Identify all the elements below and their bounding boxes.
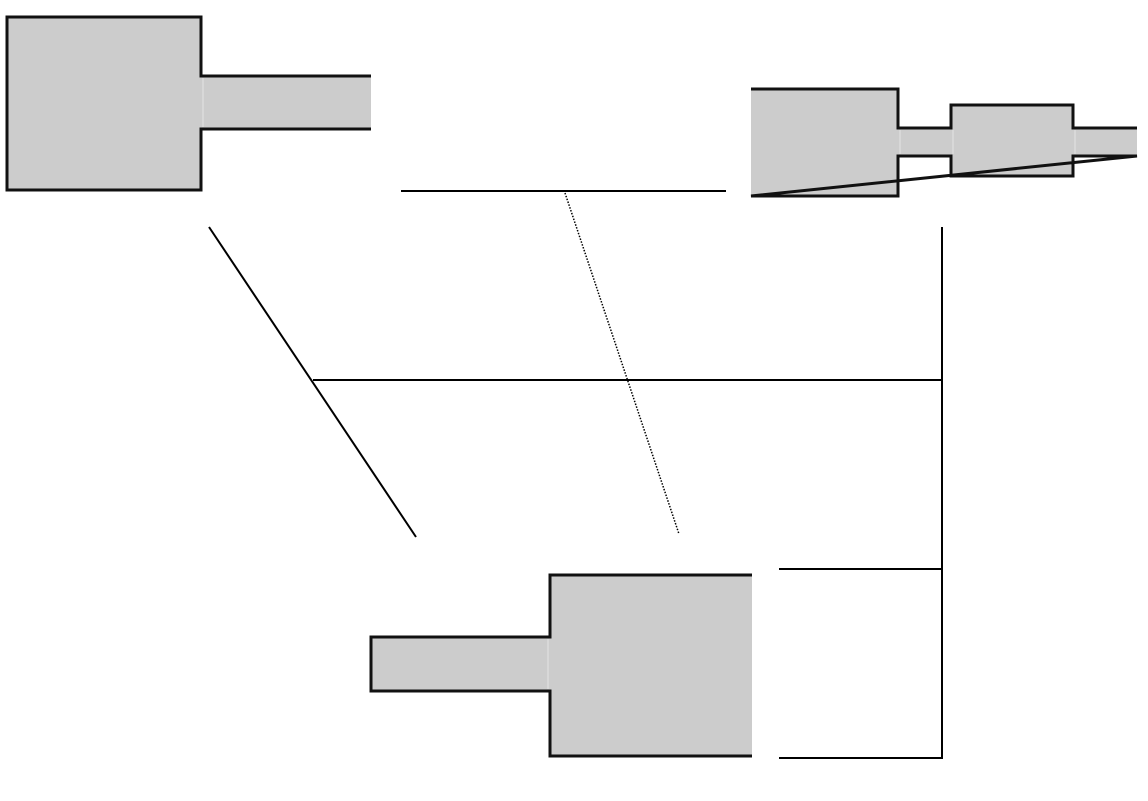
- stepped-part-top-right: [750, 87, 1138, 198]
- stepped-part-top-left-body: [7, 17, 371, 190]
- stepped-part-bottom: [369, 573, 752, 758]
- stepped-part-top-right-outline: [750, 87, 1138, 198]
- connector-diagonal-dotted: [564, 192, 680, 535]
- stepped-part-top-right-body: [751, 89, 1137, 196]
- connector-diagonal-left: [208, 226, 417, 538]
- stepped-part-top-left-outline: [5, 15, 371, 192]
- stepped-part-bottom-body: [371, 575, 752, 756]
- stepped-part-top-left: [5, 15, 371, 192]
- stepped-part-bottom-outline: [369, 573, 752, 758]
